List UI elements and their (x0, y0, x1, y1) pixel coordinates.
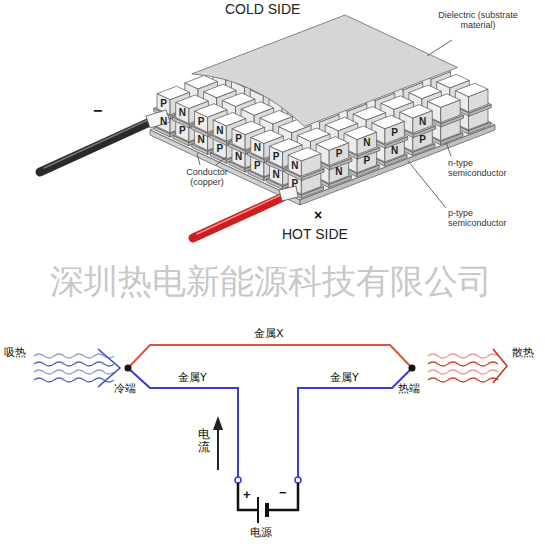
metal-label: 金属Y (178, 372, 207, 385)
polarity-sign: + (243, 488, 251, 503)
semiconductor-pellet (213, 120, 226, 141)
terminal (295, 477, 301, 483)
pn-letter: N (179, 108, 186, 118)
side-label: COLD SIDE (225, 1, 300, 17)
arrow-chevron (493, 349, 507, 383)
pn-letter: P (198, 117, 205, 127)
peltier-module (150, 15, 495, 205)
battery-plate-long (257, 497, 259, 523)
semiconductor-pellet (301, 154, 321, 177)
semiconductor-pellet (195, 111, 208, 132)
wavy-line (34, 354, 114, 358)
side-label: HOT SIDE (282, 226, 348, 242)
polarity-sign: − (279, 486, 287, 501)
pn-letter: P (291, 179, 298, 189)
cold-junction-dot (125, 365, 132, 372)
battery-wire (238, 483, 258, 510)
metal-y-wire (128, 368, 238, 477)
battery-wire (267, 483, 298, 510)
wire-highlight (197, 195, 281, 234)
semiconductor-pellet (357, 132, 377, 155)
current-arrow (217, 428, 219, 470)
semiconductor-pellet (232, 129, 245, 150)
semiconductor-pellet (385, 121, 405, 143)
wavy-line (34, 362, 114, 366)
pn-letter: N (363, 138, 370, 148)
pn-letter: N (235, 152, 242, 162)
wavy-line (428, 378, 498, 382)
metal-label: 金属Y (330, 372, 359, 385)
pn-letter: N (391, 146, 398, 156)
pn-letter: N (197, 135, 204, 145)
wire-highlight (44, 119, 150, 168)
battery-plate-short (265, 503, 269, 517)
wavy-line (428, 362, 498, 366)
terminal-tab (146, 110, 170, 128)
callout-label: n-type semiconductor (448, 158, 530, 179)
pn-letter: N (216, 126, 223, 136)
current-label: 电流 (198, 428, 210, 454)
leader-line (408, 161, 446, 208)
metal-label: 金属X (254, 328, 284, 341)
junction-label: 热端 (398, 383, 420, 396)
junction-label: 冷端 (114, 383, 136, 396)
metal-x-wire (128, 345, 412, 368)
wavy-line (34, 378, 114, 382)
pn-letter: P (179, 126, 186, 136)
wavy-line (428, 354, 498, 358)
callout-label: Dielectric (substrate material) (428, 10, 528, 31)
terminal (235, 477, 241, 483)
wavy-line (34, 370, 114, 374)
heat-label: 吸热 (4, 347, 26, 360)
pn-letter: P (419, 135, 426, 145)
pn-letter: P (391, 128, 398, 138)
polarity-sign: − (93, 102, 102, 120)
red-wire (193, 197, 283, 238)
pn-letter: N (335, 167, 342, 177)
heat-label: 散热 (512, 347, 534, 360)
pn-letter: P (216, 144, 223, 154)
leader-lines (197, 40, 452, 208)
semiconductor-pellet (441, 100, 461, 123)
semiconductor-pellet (413, 111, 433, 134)
metal-y-wire (298, 368, 412, 477)
pn-letter: N (419, 117, 426, 127)
callout-label: Conductor (copper) (176, 167, 238, 188)
pn-letter: N (254, 143, 261, 153)
power-label: 电源 (250, 527, 272, 540)
pn-letter: P (336, 149, 343, 159)
leader-line (427, 40, 452, 56)
leader-line (197, 153, 200, 165)
semiconductor-pellet (288, 155, 301, 176)
wires (40, 110, 298, 238)
semiconductor-pellet (329, 143, 349, 166)
polarity-sign: × (314, 207, 322, 223)
pn-letter: N (160, 117, 167, 127)
arrow-chevron (98, 349, 120, 387)
black-wire (40, 121, 152, 172)
pn-letter: P (235, 134, 242, 144)
pn-letter: N (291, 161, 298, 171)
semiconductor-pellet (270, 146, 283, 167)
semiconductor-pellet (251, 138, 264, 159)
semiconductor-pellet (469, 89, 489, 112)
pn-letter: P (273, 152, 280, 162)
pn-letter: N (272, 170, 279, 180)
heat-flow-in (34, 349, 120, 387)
pn-letter: P (254, 161, 261, 171)
heat-flow-out (428, 349, 507, 383)
pn-letter: P (160, 99, 167, 109)
dielectric-sheet (192, 15, 458, 126)
pn-letter: P (363, 156, 370, 166)
semiconductor-pellet (176, 103, 189, 124)
leader-line (216, 157, 226, 165)
callout-label: p-type semiconductor (448, 208, 530, 229)
current-arrowhead (213, 416, 223, 430)
wavy-line (428, 370, 498, 374)
watermark: 深圳热电新能源科技有限公司 (50, 262, 492, 301)
leader-line (446, 142, 451, 156)
hot-junction-dot (409, 365, 416, 372)
